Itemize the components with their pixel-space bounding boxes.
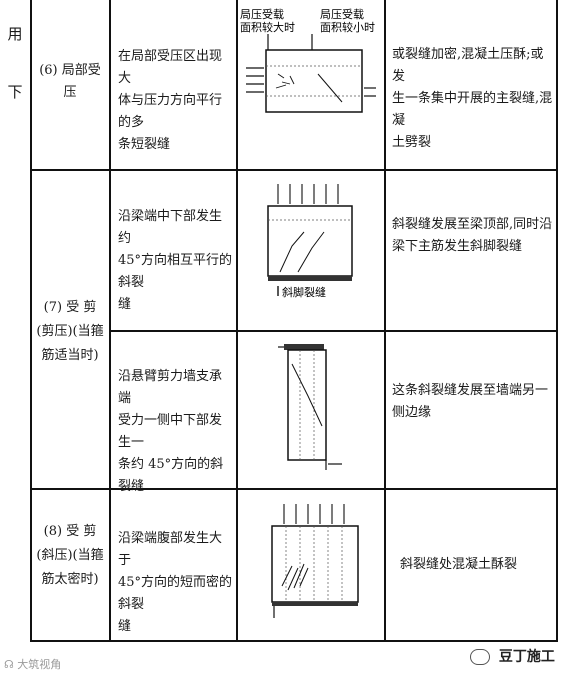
row2a-description: 沿梁端中下部发生约 45°方向相互平行的斜裂 缝 bbox=[118, 209, 233, 312]
row1-result: 或裂缝加密,混凝土压酥;或发 生一条集中开展的主裂缝,混凝 土劈裂 bbox=[392, 47, 553, 150]
row2-category: (7) 受 剪 (剪压)(当箍 筋适当时) bbox=[36, 300, 104, 363]
row3-description: 沿梁端腹部发生大于 45°方向的短而密的斜裂 缝 bbox=[118, 531, 233, 634]
row1-fig-label-3: 局压受载 bbox=[320, 8, 364, 21]
row3-result: 斜裂缝处混凝土酥裂 bbox=[400, 557, 518, 572]
row1-fig-label-4: 面积较小时 bbox=[320, 20, 375, 34]
table-border-left bbox=[30, 0, 32, 642]
row2b-description: 沿悬臂剪力墙支承端 受力一侧中下部发生一 条约 45°方向的斜裂缝 bbox=[118, 369, 224, 494]
watermark-left-icon: ☊ bbox=[4, 658, 14, 671]
row-divider-1 bbox=[30, 169, 558, 171]
row3-figure bbox=[271, 504, 359, 618]
row1-category: (6) 局部受 压 bbox=[39, 63, 101, 100]
row1-description: 在局部受压区出现大 体与压力方向平行的多 条短裂缝 bbox=[118, 49, 223, 152]
side-label-top: 用 bbox=[7, 25, 23, 43]
row1-fig-label-2: 面积较大时 bbox=[240, 20, 295, 34]
wechat-icon bbox=[470, 649, 490, 665]
watermark-right: 豆丁施工 bbox=[470, 646, 555, 666]
row-divider-3 bbox=[30, 488, 558, 490]
table-border-col2 bbox=[109, 0, 111, 642]
row1-fig-label-1: 局压受载 bbox=[240, 8, 284, 21]
row2b-result: 这条斜裂缝发展至墙端另一 侧边缘 bbox=[392, 383, 549, 420]
row-divider-2 bbox=[109, 330, 558, 332]
table-border-right bbox=[556, 0, 558, 642]
table-border-col4 bbox=[384, 0, 386, 642]
row2b-figure bbox=[278, 344, 342, 470]
side-label-bottom: 下 bbox=[7, 83, 23, 101]
row2a-fig-label: 斜脚裂缝 bbox=[282, 285, 326, 299]
row2a-result: 斜裂缝发展至梁顶部,同时沿 梁下主筋发生斜脚裂缝 bbox=[392, 217, 553, 254]
row2a-figure: 斜脚裂缝 bbox=[267, 184, 353, 299]
table-border-col3 bbox=[236, 0, 238, 642]
row3-category: (8) 受 剪 (斜压)(当箍 筋太密时) bbox=[36, 524, 104, 587]
table-border-bottom bbox=[30, 640, 558, 642]
row1-figure: 局压受载 面积较大时 局压受载 面积较小时 bbox=[240, 8, 376, 113]
watermark-left: ☊ 大筑视角 bbox=[4, 658, 62, 671]
